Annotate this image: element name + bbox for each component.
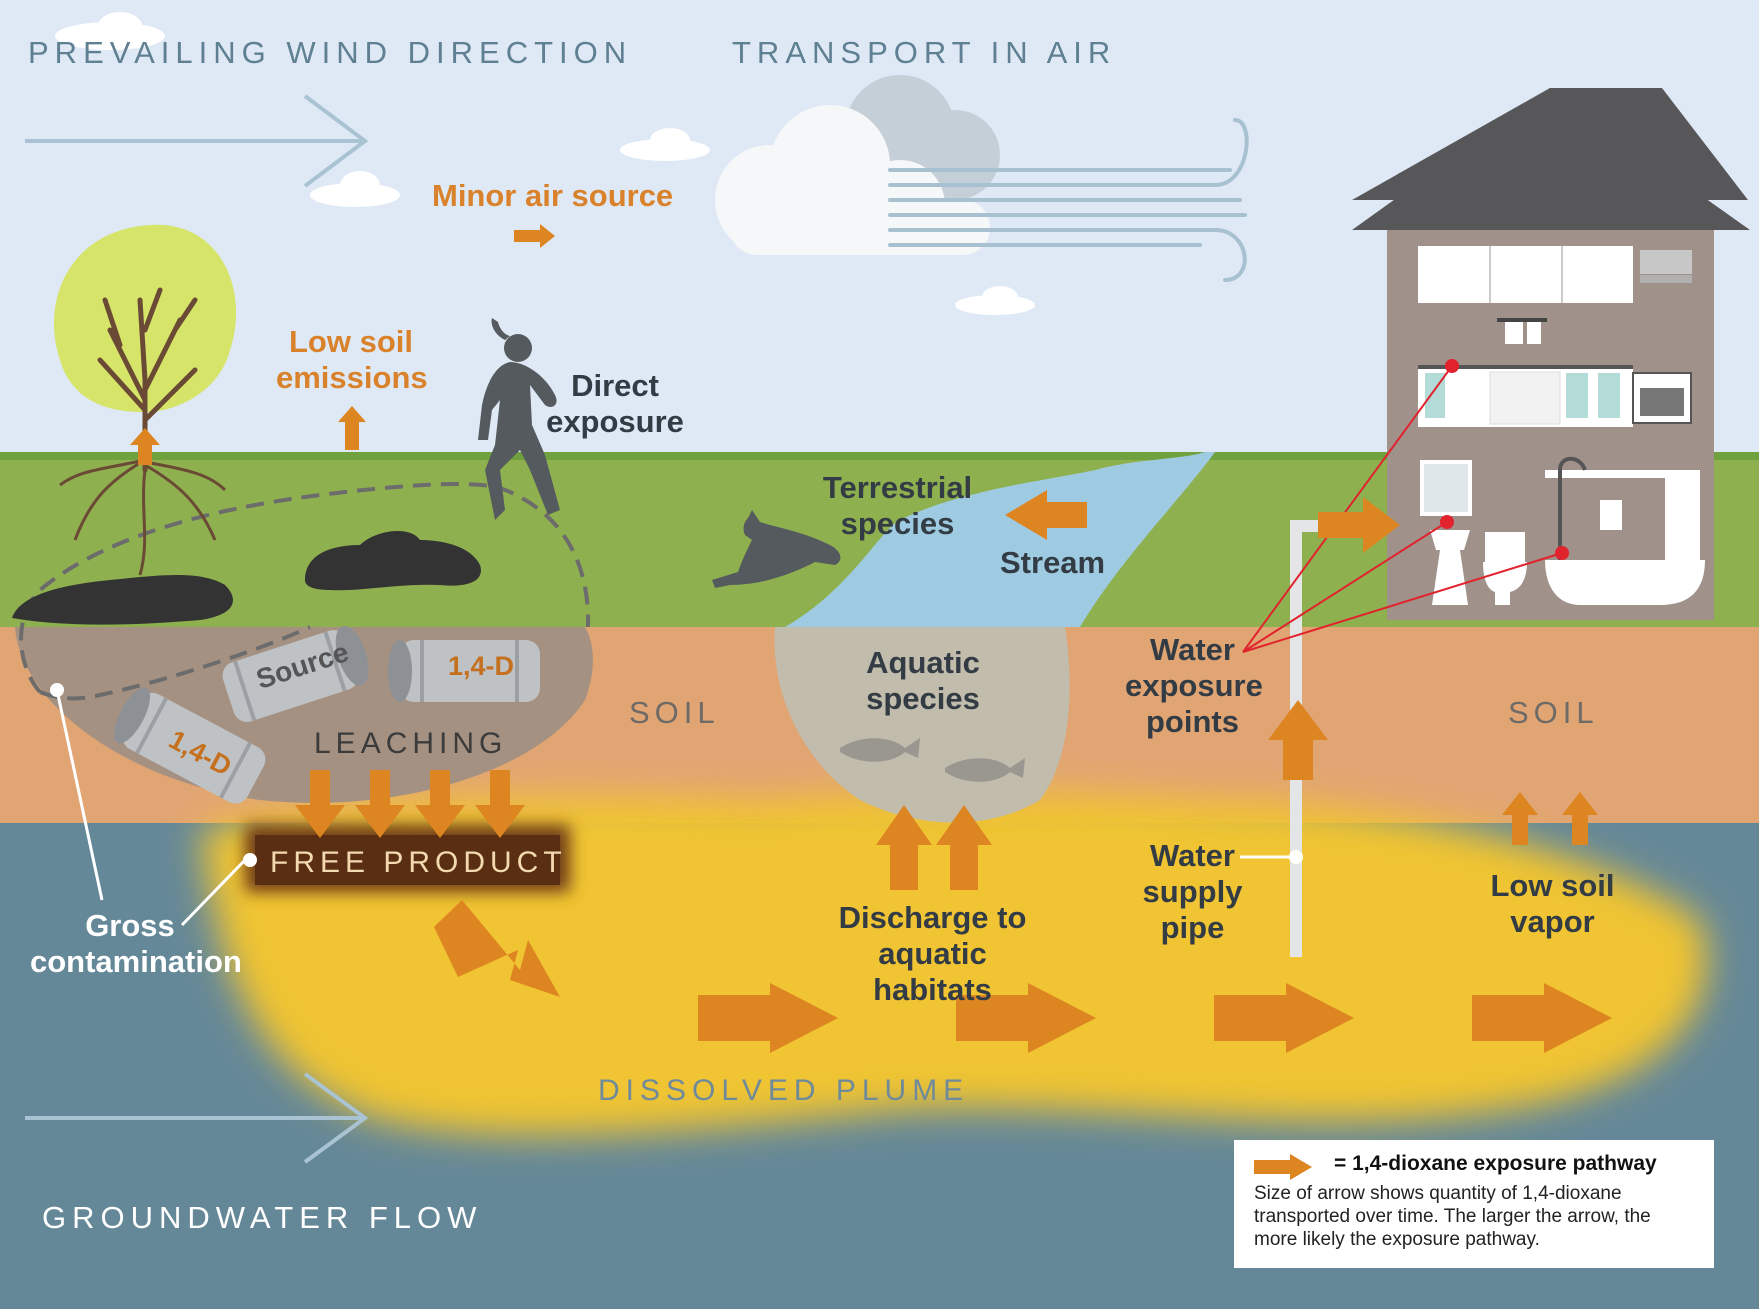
contamination-boundary-lower bbox=[39, 625, 311, 701]
arrow-leaching-4 bbox=[475, 770, 525, 838]
wind-lines bbox=[888, 118, 1249, 282]
arrow-tree-uptake bbox=[130, 428, 160, 465]
arrow-minor-air bbox=[514, 224, 555, 248]
leader-dots bbox=[50, 683, 1303, 867]
cloud-icon bbox=[715, 75, 1000, 255]
drum-14d-bottom bbox=[114, 687, 266, 804]
minor-air-source-label: Minor air source bbox=[432, 178, 674, 213]
soil-label-left: SOIL bbox=[629, 695, 720, 730]
arrow-plume-4 bbox=[1472, 983, 1612, 1053]
groundwater-direction-arrow bbox=[25, 1072, 369, 1164]
pathway-arrows bbox=[130, 224, 1612, 1053]
terrestrial-species-label: Terrestrial species bbox=[822, 470, 973, 541]
low-soil-vapor-label: Low soil vapor bbox=[1490, 868, 1615, 939]
exposure-lines bbox=[1242, 365, 1563, 653]
exposure-dots bbox=[1440, 359, 1569, 560]
soil-label-right: SOIL bbox=[1508, 695, 1599, 730]
arrow-plume-3 bbox=[1214, 983, 1354, 1053]
stream-label: Stream bbox=[1000, 545, 1106, 580]
free-product-core bbox=[255, 835, 560, 885]
wind-direction-arrow bbox=[25, 94, 369, 188]
leaching-label: LEACHING bbox=[314, 727, 508, 760]
arrow-leaching-3 bbox=[415, 770, 465, 838]
fish-icon-2 bbox=[945, 758, 1025, 782]
legend-arrow-icon bbox=[1254, 1154, 1312, 1180]
transport-in-air-label: TRANSPORT IN AIR bbox=[732, 35, 1117, 70]
arrow-soil-vapor-2 bbox=[1562, 792, 1598, 845]
discharge-label: Discharge to aquatic habitats bbox=[838, 900, 1027, 1007]
dissolved-plume bbox=[200, 792, 1707, 1136]
arrow-low-soil-emissions bbox=[338, 406, 366, 450]
grass-edge bbox=[0, 452, 1759, 460]
free-product-label: FREE PRODUCT bbox=[270, 846, 567, 879]
arrow-leaching-1 bbox=[295, 770, 345, 838]
leader-lines bbox=[55, 689, 1296, 927]
arrow-water-supply-up bbox=[1268, 700, 1328, 780]
drum-14d-top-label: 1,4-D bbox=[448, 651, 515, 681]
tree-icon bbox=[54, 224, 237, 576]
legend: = 1,4-dioxane exposure pathway Size of a… bbox=[1234, 1140, 1714, 1268]
groundwater-flow-label: GROUNDWATER FLOW bbox=[42, 1200, 483, 1235]
arrow-discharge-1 bbox=[876, 805, 932, 890]
arrow-leaching-2 bbox=[355, 770, 405, 838]
direct-exposure-label: Direct exposure bbox=[546, 368, 684, 439]
arrow-plume-2 bbox=[956, 983, 1096, 1053]
legend-description: Size of arrow shows quantity of 1,4-diox… bbox=[1254, 1183, 1651, 1250]
arrow-terrestrial bbox=[1005, 490, 1087, 540]
wind-direction-label: PREVAILING WIND DIRECTION bbox=[28, 35, 633, 70]
drum-14d-top bbox=[388, 640, 540, 702]
small-clouds bbox=[55, 12, 1035, 315]
dissolved-plume-label: DISSOLVED PLUME bbox=[598, 1074, 970, 1107]
house-icon bbox=[1352, 88, 1750, 620]
legend-title: = 1,4-dioxane exposure pathway bbox=[1334, 1152, 1657, 1175]
arrow-discharge-2 bbox=[936, 805, 992, 890]
arrow-plume-1 bbox=[698, 983, 838, 1053]
fish-icon-1 bbox=[840, 738, 920, 762]
drum-source bbox=[222, 626, 369, 722]
arrow-plume-diagonal bbox=[434, 900, 560, 997]
gross-contamination-blob-1 bbox=[12, 575, 233, 625]
aquatic-species-label: Aquatic species bbox=[866, 645, 980, 716]
stream bbox=[785, 452, 1215, 627]
low-soil-emissions-label: Low soil emissions bbox=[276, 324, 428, 395]
dog-icon bbox=[712, 510, 841, 588]
water-exposure-points-label: Water exposure points bbox=[1125, 632, 1263, 739]
arrow-soil-vapor-1 bbox=[1502, 792, 1538, 845]
arrow-pipe-to-house bbox=[1318, 497, 1400, 553]
water-supply-pipe-label: Water supply pipe bbox=[1142, 838, 1243, 945]
gross-contamination-blob-2 bbox=[305, 530, 481, 591]
gross-contamination-label: Gross contamination bbox=[30, 908, 242, 979]
runner-icon bbox=[478, 318, 560, 520]
